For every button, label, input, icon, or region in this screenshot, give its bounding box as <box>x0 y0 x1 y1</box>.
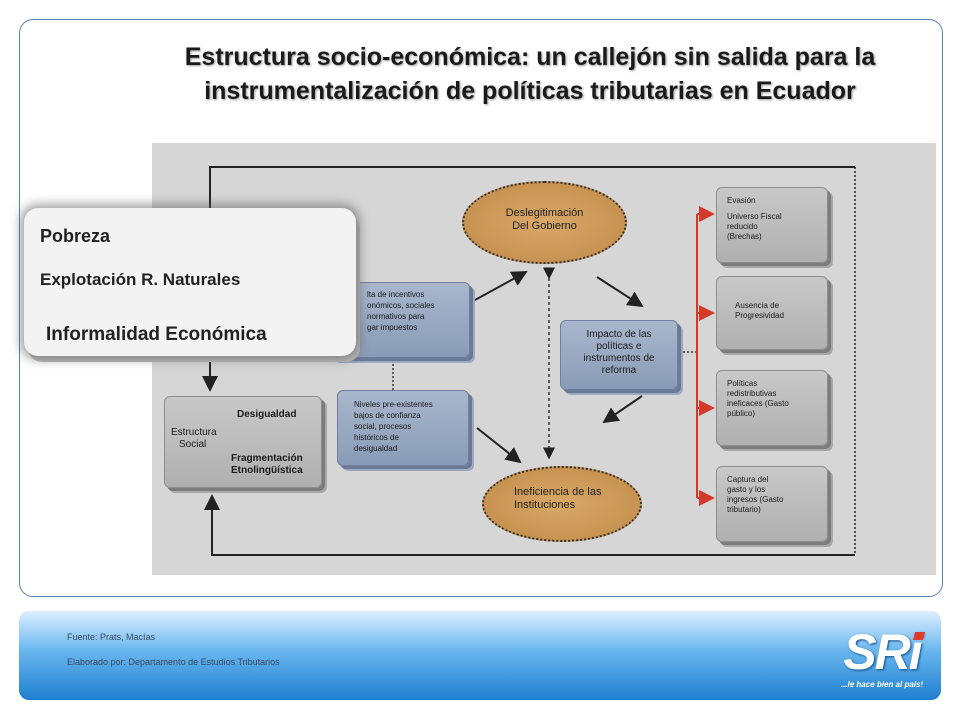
title-line-2: instrumentalización de políticas tributa… <box>204 77 856 105</box>
estructura-label-1: Estructura <box>171 427 217 438</box>
redistributivas-line-1: Políticas <box>727 379 758 388</box>
niveles-line-3: social, procesos <box>354 422 412 431</box>
progresividad-line-2: Progresividad <box>735 311 784 320</box>
ineficiencia-line-1: Ineficiencia de las <box>514 486 602 498</box>
impacto-line-3: instrumentos de <box>583 353 655 364</box>
captura-line-1: Captura del <box>727 475 769 484</box>
ineficiencia-oval: Ineficiencia de las Instituciones <box>482 466 642 542</box>
niveles-box: Niveles pre-existentes bajos de confianz… <box>337 390 469 466</box>
redistributivas-line-4: público) <box>727 409 756 418</box>
niveles-line-1: Niveles pre-existentes <box>354 400 433 409</box>
impacto-line-1: Impacto de las <box>586 329 652 340</box>
captura-line-3: ingresos (Gasto <box>727 495 784 504</box>
niveles-line-5: desigualdad <box>354 444 398 453</box>
footer-elaborado: Elaborado por: Departamento de Estudios … <box>67 657 280 667</box>
evasion-title: Evasión <box>727 196 756 205</box>
loop-top-line <box>209 166 855 210</box>
impacto-line-2: políticas e <box>596 341 642 352</box>
sri-logo: SRi ...le hace bien al país! <box>830 624 934 694</box>
fragmentacion-line-1: Fragmentación <box>231 453 303 464</box>
deslegitimacion-line-1: Deslegitimación <box>505 207 584 219</box>
estructura-social-box: Estructura Social Desigualdad Fragmentac… <box>164 396 322 488</box>
niveles-line-2: bajos de confianza <box>354 411 421 420</box>
loop-bottom-line <box>204 494 855 556</box>
captura-box: Captura del gasto y los ingresos (Gasto … <box>716 466 828 542</box>
niveles-line-4: históricos de <box>354 433 399 442</box>
sri-logo-text: SRi <box>843 624 922 680</box>
redistributivas-line-3: ineficaces (Gasto <box>727 399 789 408</box>
captura-line-4: tributario) <box>727 505 761 514</box>
overlay-pobreza: Pobreza <box>40 226 111 246</box>
incentivos-line-3: normativos para <box>367 312 425 321</box>
estructura-label: Estructura Social <box>171 427 217 451</box>
captura-line-2: gasto y los <box>727 485 766 494</box>
evasion-line-3: (Brechas) <box>727 232 762 241</box>
evasion-line-2: reducido <box>727 222 758 231</box>
incentivos-line-4: gar impuestos <box>367 323 418 332</box>
overlay-explotacion: Explotación R. Naturales <box>40 270 241 289</box>
incentivos-line-1: lta de incentivos <box>367 290 425 299</box>
ineficiencia-line-2: Instituciones <box>514 499 576 511</box>
title-line-1: Estructura socio-económica: un callejón … <box>184 43 876 71</box>
sri-logo-accent <box>912 632 926 640</box>
deslegitimacion-oval: Deslegitimación Del Gobierno <box>462 181 627 264</box>
arrow-impacto-ineficiencia <box>602 395 643 424</box>
deslegitimacion-line-2: Del Gobierno <box>512 220 577 232</box>
slide-title: Estructura socio-económica: un callejón … <box>150 40 910 108</box>
desigualdad-label: Desigualdad <box>237 409 297 420</box>
overlay-informalidad: Informalidad Económica <box>46 324 267 345</box>
footer-fuente: Fuente: Prats, Macías <box>67 632 156 642</box>
sri-logo-tagline: ...le hace bien al país! <box>840 680 924 689</box>
footer-band <box>19 611 941 700</box>
fragmentacion-label: Fragmentación Etnolingüística <box>231 453 303 477</box>
overlay-callout: Pobreza Explotación R. Naturales Informa… <box>24 208 356 356</box>
evasion-line-1: Universo Fiscal <box>727 212 782 221</box>
arrow-incentivos-deslegitimacion <box>474 271 528 301</box>
progresividad-box: Ausencia de Progresividad <box>716 276 828 350</box>
fragmentacion-line-2: Etnolingüística <box>231 465 303 476</box>
estructura-label-2: Social <box>179 439 207 450</box>
evasion-box: Evasión Universo Fiscal reducido (Brecha… <box>716 187 828 263</box>
incentivos-line-2: onómicos, sociales <box>367 301 435 310</box>
arrow-niveles-ineficiencia <box>476 427 522 464</box>
redistributivas-line-2: redistributivas <box>727 389 777 398</box>
redistributivas-box: Políticas redistributivas ineficaces (Ga… <box>716 370 828 446</box>
progresividad-line-1: Ausencia de <box>735 301 780 310</box>
arrow-deslegitimacion-impacto <box>596 276 644 308</box>
impacto-line-4: reforma <box>601 365 637 376</box>
impacto-box: Impacto de las políticas e instrumentos … <box>560 320 678 390</box>
